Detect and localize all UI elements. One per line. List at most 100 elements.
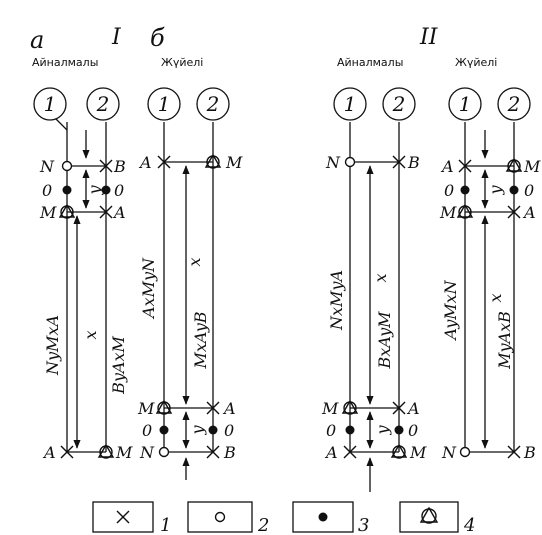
- open-circle-icon: [459, 446, 471, 458]
- dimension-label-x: x: [371, 273, 390, 282]
- node-label: 0: [524, 181, 534, 200]
- shaft-number: 1: [344, 92, 357, 116]
- node-label: M: [321, 399, 339, 418]
- shaft-circle: [382, 87, 416, 121]
- dimension-label-y: y: [486, 185, 505, 196]
- legend-box: [292, 501, 354, 533]
- node-label: M: [137, 399, 155, 418]
- triangle-circle-icon: [456, 203, 474, 219]
- sequence-note: MxAyB: [191, 311, 210, 369]
- node-label: M: [225, 153, 243, 172]
- open-circle-icon: [214, 511, 226, 523]
- filled-dot-icon: [62, 185, 72, 195]
- node-label: 0: [42, 181, 52, 200]
- filled-dot-icon: [394, 425, 404, 435]
- triangle-circle-icon: [390, 443, 408, 459]
- node-label: A: [406, 399, 420, 418]
- triangle-circle-icon: [97, 443, 115, 459]
- panel-label-a: а: [30, 26, 44, 54]
- cross-icon: [507, 205, 521, 219]
- sequence-note: AxMyN: [139, 257, 158, 320]
- panel-label-b: б: [150, 24, 165, 52]
- triangle-circle-icon: [505, 157, 523, 173]
- column-title: Жүйелі: [455, 56, 497, 69]
- sequence-note: NyMxA: [43, 315, 62, 376]
- shaft-number: 1: [158, 92, 171, 116]
- cross-icon: [206, 445, 220, 459]
- sequence-note: MyAxB: [495, 311, 514, 370]
- shaft-circle: [333, 87, 367, 121]
- column-title: Айналмалы: [32, 56, 98, 69]
- legend-number: 4: [463, 515, 475, 535]
- sequence-note: BxAyM: [375, 311, 394, 370]
- node-label: 0: [142, 421, 152, 440]
- shaft-number: 2: [206, 92, 220, 116]
- shaft-circle: [448, 87, 482, 121]
- open-circle-icon: [61, 160, 73, 172]
- node-label: M: [439, 203, 457, 222]
- legend-number: 1: [160, 515, 171, 535]
- cross-icon: [99, 205, 113, 219]
- node-label: A: [522, 203, 536, 222]
- dimension-label-y: y: [188, 425, 207, 436]
- node-label: N: [139, 443, 155, 462]
- column-title: Айналмалы: [337, 56, 403, 69]
- dimension-label-y: y: [373, 425, 392, 436]
- shaft-circle: [196, 87, 230, 121]
- cross-icon: [60, 445, 74, 459]
- filled-dot-icon: [208, 425, 218, 435]
- roman-numeral-1: I: [111, 25, 122, 50]
- filled-dot-icon: [460, 185, 470, 195]
- shaft-circle: [497, 87, 531, 121]
- cross-icon: [157, 155, 171, 169]
- legend-box: [187, 501, 253, 533]
- dimension-label-y: y: [85, 185, 104, 196]
- shaft-number: 2: [392, 92, 406, 116]
- node-label: A: [138, 153, 152, 172]
- cross-icon: [392, 401, 406, 415]
- node-label: B: [113, 157, 126, 176]
- node-label: M: [115, 443, 133, 462]
- node-label: B: [523, 443, 536, 462]
- open-circle-icon: [344, 156, 356, 168]
- triangle-circle-icon: [155, 399, 173, 415]
- dimension-label-x: x: [185, 257, 204, 266]
- node-label: A: [42, 443, 56, 462]
- node-label: A: [324, 443, 338, 462]
- triangle-circle-icon: [419, 506, 439, 524]
- filled-dot-icon: [101, 185, 111, 195]
- legend-number: 3: [358, 515, 369, 535]
- sequence-note: AyMxN: [441, 279, 460, 341]
- triangle-circle-icon: [341, 399, 359, 415]
- shaft-circle: [147, 87, 181, 121]
- shaft-number: 2: [96, 92, 110, 116]
- node-label: M: [523, 157, 541, 176]
- node-label: 0: [224, 421, 234, 440]
- node-label: B: [223, 443, 236, 462]
- node-label: 0: [326, 421, 336, 440]
- triangle-circle-icon: [58, 203, 76, 219]
- filled-dot-icon: [159, 425, 169, 435]
- shaft-number: 2: [507, 92, 521, 116]
- node-label: 0: [408, 421, 418, 440]
- cross-icon: [99, 159, 113, 173]
- node-label: M: [409, 443, 427, 462]
- shaft-number: 1: [459, 92, 472, 116]
- cross-icon: [507, 445, 521, 459]
- node-label: N: [39, 157, 55, 176]
- sequence-note: ByAxM: [109, 336, 128, 395]
- open-circle-icon: [158, 446, 170, 458]
- shaft-circle: [86, 87, 120, 121]
- node-label: A: [440, 157, 454, 176]
- cross-icon: [343, 445, 357, 459]
- node-label: N: [441, 443, 457, 462]
- node-label: B: [407, 153, 420, 172]
- node-label: A: [112, 203, 126, 222]
- node-label: 0: [444, 181, 454, 200]
- shaft-line: [55, 118, 68, 131]
- legend-number: 2: [257, 515, 269, 535]
- cross-icon: [206, 401, 220, 415]
- node-label: N: [325, 153, 341, 172]
- legend-box: [399, 501, 459, 533]
